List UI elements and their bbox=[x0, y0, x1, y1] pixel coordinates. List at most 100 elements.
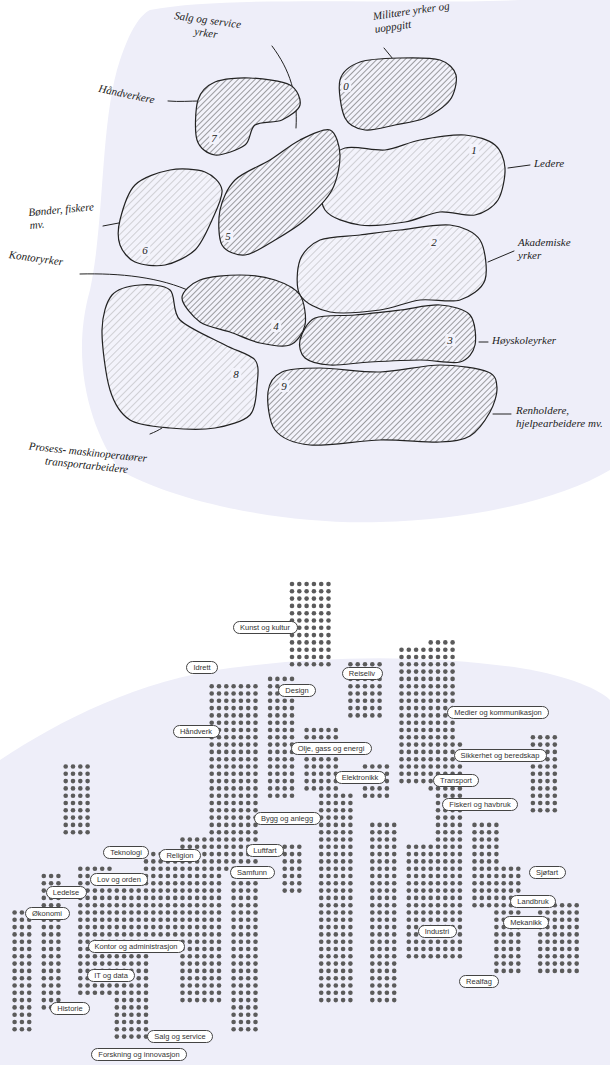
skyline-dot bbox=[78, 786, 83, 791]
skyline-dot bbox=[27, 932, 32, 937]
skyline-dot bbox=[531, 764, 536, 769]
skyline-dot bbox=[414, 947, 419, 952]
skyline-dot bbox=[275, 742, 280, 747]
skyline-dot bbox=[509, 969, 514, 974]
skyline-dot bbox=[231, 684, 236, 689]
skyline-dot bbox=[85, 866, 90, 871]
skyline-dot bbox=[348, 823, 353, 828]
skyline-dot bbox=[268, 742, 273, 747]
skyline-dot bbox=[436, 881, 441, 886]
skyline-dot bbox=[180, 866, 185, 871]
skyline-dot bbox=[421, 655, 426, 660]
skyline-dot bbox=[304, 589, 309, 594]
skyline-dot bbox=[202, 910, 207, 915]
skyline-dot bbox=[326, 618, 331, 623]
skyline-dot bbox=[224, 757, 229, 762]
skyline-dot bbox=[567, 932, 572, 937]
skyline-dot bbox=[487, 866, 492, 871]
skyline-dot bbox=[115, 932, 120, 937]
skyline-dot bbox=[282, 699, 287, 704]
skyline-dot bbox=[297, 640, 302, 645]
skyline-dot bbox=[487, 896, 492, 901]
skyline-dot bbox=[282, 713, 287, 718]
skyline-dot bbox=[42, 983, 47, 988]
skyline-dot bbox=[355, 662, 360, 667]
skyline-dot bbox=[385, 910, 390, 915]
skyline-dot bbox=[567, 954, 572, 959]
skyline-dot bbox=[253, 772, 258, 777]
skyline-dot bbox=[253, 757, 258, 762]
skyline-dot bbox=[377, 969, 382, 974]
skyline-dot bbox=[217, 852, 222, 857]
skyline-dot bbox=[12, 910, 17, 915]
skyline-dot bbox=[553, 735, 558, 740]
skyline-dot bbox=[326, 881, 331, 886]
skyline-dot bbox=[319, 735, 324, 740]
skyline-dot bbox=[385, 932, 390, 937]
skyline-dot bbox=[195, 998, 200, 1003]
topic-pill: Mekanikk bbox=[503, 916, 549, 929]
skyline-dot bbox=[239, 691, 244, 696]
skyline-dot bbox=[377, 991, 382, 996]
skyline-dot bbox=[290, 720, 295, 725]
skyline-dot bbox=[246, 1027, 251, 1032]
pill-label: Kunst og kultur bbox=[240, 622, 290, 633]
skyline-dot bbox=[516, 961, 521, 966]
skyline-dot bbox=[202, 837, 207, 842]
skyline-dot bbox=[188, 932, 193, 937]
skyline-dot bbox=[63, 786, 68, 791]
skyline-dot bbox=[553, 801, 558, 806]
skyline-dot bbox=[129, 918, 134, 923]
skyline-dot bbox=[392, 925, 397, 930]
skyline-dot bbox=[297, 633, 302, 638]
skyline-dot bbox=[480, 888, 485, 893]
skyline-dot bbox=[93, 961, 98, 966]
skyline-dot bbox=[574, 925, 579, 930]
skyline-dot bbox=[253, 947, 258, 952]
skyline-dot bbox=[436, 874, 441, 879]
pill-label: Elektronikk bbox=[342, 772, 379, 783]
blob-outline bbox=[116, 166, 226, 269]
skyline-dot bbox=[319, 582, 324, 587]
skyline-dot bbox=[428, 918, 433, 923]
skyline-dot bbox=[574, 932, 579, 937]
skyline-dot bbox=[553, 779, 558, 784]
skyline-dot bbox=[202, 918, 207, 923]
skyline-dot bbox=[78, 874, 83, 879]
skyline-dot bbox=[275, 728, 280, 733]
skyline-dot bbox=[231, 823, 236, 828]
skyline-dot bbox=[326, 961, 331, 966]
skyline-dot bbox=[334, 991, 339, 996]
skyline-dot bbox=[239, 859, 244, 864]
skyline-dot bbox=[326, 983, 331, 988]
skyline-dot bbox=[195, 947, 200, 952]
skyline-dot bbox=[370, 961, 375, 966]
skyline-dot bbox=[341, 939, 346, 944]
skyline-dot bbox=[334, 866, 339, 871]
skyline-dot bbox=[450, 954, 455, 959]
skyline-dot bbox=[436, 728, 441, 733]
skyline-dot bbox=[85, 961, 90, 966]
skyline-dot bbox=[78, 815, 83, 820]
skyline-dot bbox=[231, 961, 236, 966]
skyline-dot bbox=[538, 954, 543, 959]
skyline-dot bbox=[385, 830, 390, 835]
skyline-dot bbox=[348, 888, 353, 893]
skyline-dot bbox=[85, 793, 90, 798]
skyline-dot bbox=[122, 903, 127, 908]
skyline-dot bbox=[501, 969, 506, 974]
skyline-dot bbox=[290, 699, 295, 704]
skyline-dot bbox=[414, 655, 419, 660]
topic-pill: Luftfart bbox=[246, 844, 284, 857]
skyline-dot bbox=[312, 589, 317, 594]
skyline-dot bbox=[385, 764, 390, 769]
skyline-dot bbox=[78, 983, 83, 988]
skyline-dot bbox=[319, 808, 324, 813]
skyline-dot bbox=[268, 793, 273, 798]
skyline-dot bbox=[253, 881, 258, 886]
skyline-dot bbox=[63, 823, 68, 828]
skyline-dot bbox=[166, 888, 171, 893]
skyline-dot bbox=[209, 896, 214, 901]
skyline-dot bbox=[93, 932, 98, 937]
skyline-dot bbox=[85, 779, 90, 784]
